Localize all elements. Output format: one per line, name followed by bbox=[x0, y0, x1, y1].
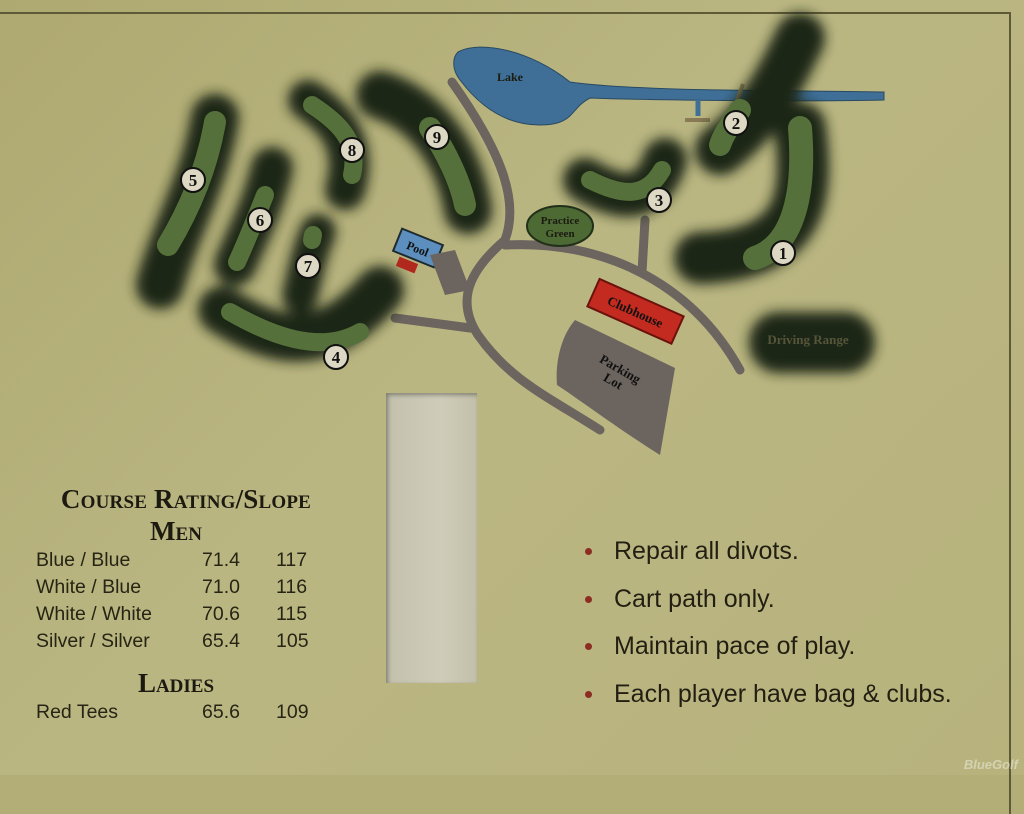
rating-row: White / White 70.6 115 bbox=[36, 601, 336, 628]
hole-number: 1 bbox=[779, 244, 788, 263]
practice-green bbox=[526, 205, 594, 247]
hole-number: 5 bbox=[189, 171, 198, 190]
course-rating: 65.4 bbox=[202, 630, 240, 652]
ladies-heading: Ladies bbox=[137, 668, 215, 698]
slope: 116 bbox=[276, 576, 308, 598]
rating-row: Blue / Blue 71.4 117 bbox=[36, 547, 336, 574]
hole-number: 8 bbox=[348, 141, 357, 160]
hole-circle bbox=[180, 167, 206, 193]
hole-number: 3 bbox=[655, 191, 664, 210]
course-rating: 70.6 bbox=[202, 603, 240, 625]
blank-panel bbox=[386, 393, 477, 683]
hole-circle bbox=[646, 187, 672, 213]
cart-paths bbox=[390, 77, 745, 435]
hole-number: 9 bbox=[433, 128, 442, 147]
watermark: BlueGolf bbox=[963, 757, 1018, 772]
hole-circle bbox=[247, 207, 273, 233]
lake bbox=[453, 46, 885, 126]
bullet-icon bbox=[585, 690, 592, 698]
pool: Pool bbox=[391, 227, 445, 269]
pool-house bbox=[395, 256, 419, 274]
rule-text: Cart path only. bbox=[614, 584, 775, 613]
rule-item: Cart path only. bbox=[580, 576, 952, 624]
rule-text: Each player have bag & clubs. bbox=[614, 679, 952, 708]
tees-name: Red Tees bbox=[36, 701, 119, 723]
hole-circle bbox=[295, 253, 321, 279]
hole-number: 2 bbox=[732, 114, 741, 133]
course-rating: 71.4 bbox=[202, 549, 240, 571]
tees-name: Blue / Blue bbox=[36, 549, 131, 571]
rating-row: Silver / Silver 65.4 105 bbox=[36, 628, 336, 655]
tees-name: Silver / Silver bbox=[36, 630, 150, 652]
slope: 117 bbox=[276, 549, 308, 571]
hole-number: 7 bbox=[304, 257, 313, 276]
rule-item: Maintain pace of play. bbox=[580, 623, 952, 671]
rule-text: Maintain pace of play. bbox=[614, 632, 856, 661]
rating-title: Course Rating/Slope bbox=[60, 484, 312, 514]
course-rating: 65.6 bbox=[202, 701, 240, 723]
driving-range-label: Driving Range bbox=[767, 332, 848, 347]
rule-item: Each player have bag & clubs. bbox=[580, 671, 952, 719]
rating-row: Red Tees 65.6 109 bbox=[36, 699, 336, 726]
hole-marker-1: 1 bbox=[770, 240, 796, 266]
lake-label: Lake bbox=[497, 70, 524, 84]
hole-circle bbox=[723, 110, 749, 136]
hole-marker-7: 7 bbox=[295, 253, 321, 279]
hole-circle bbox=[424, 124, 450, 150]
bullet-icon bbox=[585, 595, 592, 603]
hole-marker-4: 4 bbox=[323, 344, 349, 370]
scorecard bbox=[0, 0, 1024, 775]
practice-green-label-2: Green bbox=[545, 228, 574, 240]
hole-marker-9: 9 bbox=[424, 124, 450, 150]
hole-circle bbox=[770, 240, 796, 266]
hole-marker-8: 8 bbox=[339, 137, 365, 163]
men-heading: Men bbox=[150, 516, 202, 546]
hole-marker-5: 5 bbox=[180, 167, 206, 193]
slope: 109 bbox=[276, 701, 309, 723]
hole-number: 6 bbox=[256, 211, 265, 230]
course-map: Practice Green Lake Pool Clubhouse Parki… bbox=[136, 13, 885, 455]
rule-item: Repair all divots. bbox=[580, 528, 952, 576]
rule-text: Repair all divots. bbox=[614, 537, 799, 566]
hole-marker-3: 3 bbox=[646, 187, 672, 213]
card-border bbox=[0, 12, 1011, 814]
hole-circle bbox=[323, 344, 349, 370]
bullet-icon bbox=[585, 548, 592, 556]
hole-markers: 1 2 3 4 5 6 7 8 9 bbox=[180, 110, 796, 370]
slope: 105 bbox=[276, 630, 309, 652]
hole-circle bbox=[339, 137, 365, 163]
course-rules: Repair all divots. Cart path only. Maintai… bbox=[580, 528, 952, 718]
course-rating-table: Course Rating/Slope Men Blue / Blue 71.4 1… bbox=[36, 484, 336, 726]
course-rating: 71.0 bbox=[202, 576, 240, 598]
rating-row: White / Blue 71.0 116 bbox=[36, 574, 336, 601]
tees-name: White / Blue bbox=[36, 576, 142, 598]
parking-lot bbox=[556, 320, 675, 455]
bullet-icon bbox=[585, 643, 592, 651]
hole-marker-2: 2 bbox=[723, 110, 749, 136]
pool-lot bbox=[430, 250, 470, 295]
practice-green-label: Practice bbox=[541, 215, 580, 227]
hole-marker-6: 6 bbox=[247, 207, 273, 233]
slope: 115 bbox=[276, 603, 308, 625]
tees-name: White / White bbox=[36, 603, 152, 625]
hole-number: 4 bbox=[332, 348, 341, 367]
